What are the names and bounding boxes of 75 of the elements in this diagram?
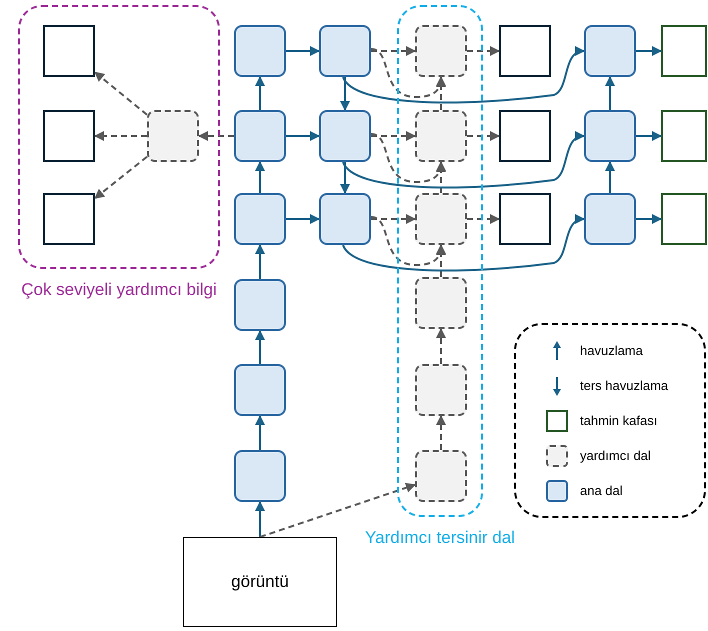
arrow — [340, 162, 350, 194]
image-box — [183, 537, 337, 627]
arrow — [286, 131, 320, 141]
arrow — [255, 501, 265, 537]
dashed-arrow — [371, 46, 416, 56]
arrow — [286, 46, 320, 56]
main-branch-box — [234, 364, 286, 416]
dashed-arrow — [436, 161, 446, 193]
arrow — [255, 244, 265, 279]
auxiliary-branch-box — [415, 110, 467, 162]
dashed-arrow — [370, 133, 446, 183]
arrow — [255, 330, 265, 364]
main-branch-box — [319, 193, 371, 245]
main-branch-box — [234, 450, 286, 502]
dashed-arrow — [467, 46, 500, 56]
main-branch-box — [319, 110, 371, 162]
dashed-arrow — [371, 214, 416, 224]
output-square — [499, 25, 551, 77]
legend-label: ana dal — [580, 482, 623, 500]
arrow — [636, 131, 662, 141]
dashed-arrow — [436, 76, 446, 110]
group-label: Çok seviyeli yardımcı bilgi — [21, 279, 217, 300]
output-square — [43, 25, 95, 77]
dashed-arrow — [436, 415, 446, 450]
prediction-head-square — [661, 193, 707, 245]
main-branch-box — [234, 25, 286, 77]
arrow — [255, 415, 265, 450]
dashed-arrow — [371, 131, 416, 141]
output-square — [499, 110, 551, 162]
main-branch-box — [584, 110, 636, 162]
arrow — [255, 76, 265, 110]
arrow — [636, 46, 662, 56]
arrow — [255, 161, 265, 193]
prediction-head-square — [661, 110, 707, 162]
legend-label: havuzlama — [580, 342, 643, 360]
auxiliary-branch-box — [415, 193, 467, 245]
dashed-arrow — [370, 48, 446, 98]
legend-label: yardımcı dal — [580, 446, 651, 465]
dashed-arrow — [260, 482, 416, 538]
dashed-arrow — [467, 131, 500, 141]
main-branch-box — [234, 279, 286, 331]
auxiliary-branch-box — [415, 364, 467, 416]
dashed-arrow — [94, 156, 148, 200]
main-branch-box — [234, 110, 286, 162]
main-branch-box — [319, 25, 371, 77]
auxiliary-branch-box — [415, 277, 467, 329]
legend-label: tahmin kafası — [580, 412, 658, 430]
legend-label: ters havuzlama — [580, 376, 668, 395]
dashed-arrow — [467, 214, 500, 224]
dashed-arrow — [94, 71, 148, 116]
main-branch-box — [584, 25, 636, 77]
group-label: Yardımcı tersinir dal — [365, 527, 515, 548]
dashed-arrow — [436, 328, 446, 364]
arrow — [342, 47, 585, 104]
output-square — [43, 193, 95, 245]
dashed-arrow — [198, 131, 234, 141]
dashed-arrow — [94, 131, 147, 141]
output-square — [499, 193, 551, 245]
main-branch-box — [584, 193, 636, 245]
dashed-arrow — [436, 244, 446, 277]
arrow — [340, 77, 350, 111]
output-square — [43, 110, 95, 162]
arrow — [286, 214, 320, 224]
auxiliary-branch-box — [415, 450, 467, 502]
auxiliary-branch-box — [415, 25, 467, 77]
prediction-head-square — [661, 25, 707, 77]
arrow — [342, 132, 585, 188]
arrow — [342, 215, 585, 272]
node-label: görüntü — [231, 571, 289, 594]
arrow — [605, 76, 615, 110]
auxiliary-branch-box — [147, 110, 199, 162]
arrow — [636, 214, 662, 224]
main-branch-box — [234, 193, 286, 245]
dashed-arrow — [370, 216, 446, 266]
arrow — [605, 161, 615, 193]
